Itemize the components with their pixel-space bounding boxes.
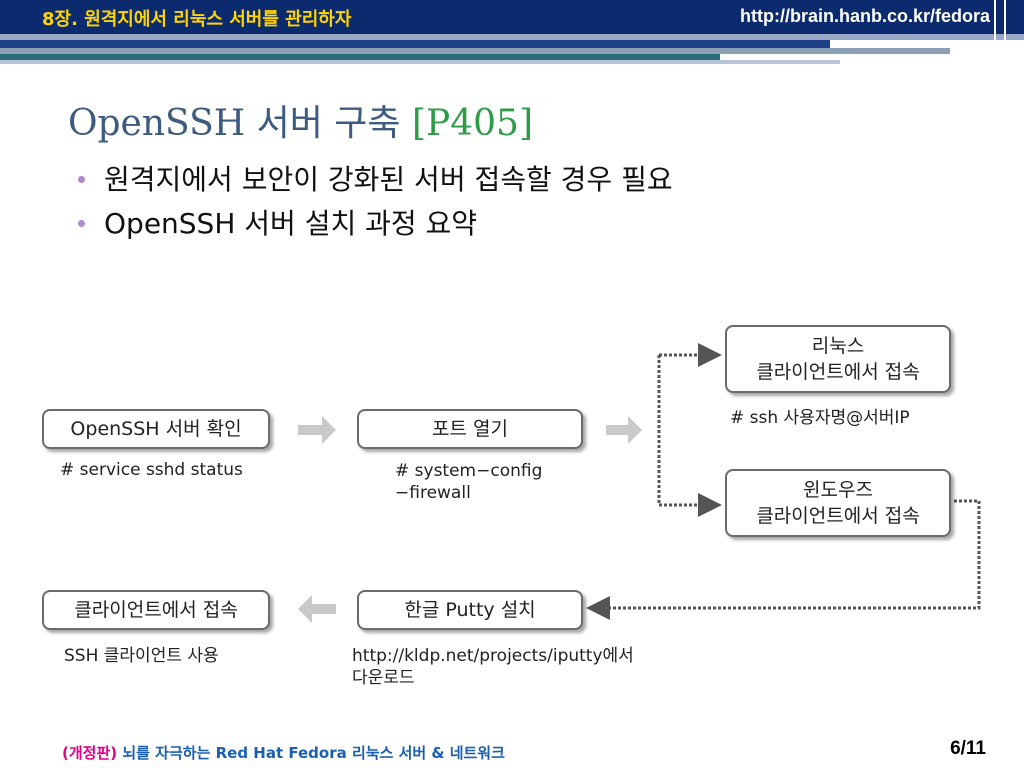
bullet-item: OpenSSH 서버 설치 과정 요약 bbox=[78, 202, 673, 246]
step-label: 클라이언트에서 접속 bbox=[74, 599, 238, 621]
putty-note-line: http://kldp.net/projects/iputty에서 bbox=[352, 646, 634, 666]
step-openssh-check-box: OpenSSH 서버 확인 bbox=[42, 409, 270, 449]
header-divider-line bbox=[994, 0, 996, 74]
putty-install-box: 한글 Putty 설치 bbox=[357, 590, 583, 630]
slide-title-text: OpenSSH 서버 구축 bbox=[68, 103, 401, 144]
bullet-text: OpenSSH 서버 설치 과정 요약 bbox=[104, 207, 478, 240]
windows-client-connect-box: 윈도우즈 클라이언트에서 접속 bbox=[725, 469, 951, 537]
footer-book-title: (개정판) 뇌를 자극하는 Red Hat Fedora 리눅스 서버 & 네트… bbox=[62, 742, 505, 763]
step-label: 포트 열기 bbox=[432, 418, 508, 440]
bullet-list: 원격지에서 보안이 강화된 서버 접속할 경우 필요 OpenSSH 서버 설치… bbox=[78, 158, 673, 246]
arrow-left-icon bbox=[298, 595, 336, 623]
step-open-port-box: 포트 열기 bbox=[357, 409, 583, 449]
putty-note: http://kldp.net/projects/iputty에서 다운로드 bbox=[352, 645, 634, 689]
step-note: # service sshd status bbox=[60, 460, 243, 480]
putty-note-line: 다운로드 bbox=[352, 668, 415, 688]
box-line: 클라이언트에서 접속 bbox=[756, 361, 920, 383]
bullet-item: 원격지에서 보안이 강화된 서버 접속할 경우 필요 bbox=[78, 158, 673, 202]
header-bar: 8장. 원격지에서 리눅스 서버를 관리하자 http://brain.hanb… bbox=[0, 0, 1024, 34]
bullet-dot-icon bbox=[78, 220, 85, 227]
header-decoration-stripes bbox=[0, 34, 1024, 64]
header-divider-line bbox=[1004, 0, 1006, 74]
arrow-right-icon bbox=[298, 416, 336, 444]
step-label: 한글 Putty 설치 bbox=[404, 599, 536, 621]
bullet-text: 원격지에서 보안이 강화된 서버 접속할 경우 필요 bbox=[104, 163, 673, 196]
bullet-dot-icon bbox=[78, 176, 85, 183]
footer-edition: (개정판) bbox=[62, 744, 118, 762]
client-note: SSH 클라이언트 사용 bbox=[64, 646, 219, 666]
step-note-line: −firewall bbox=[395, 483, 471, 503]
footer-title-text: 뇌를 자극하는 Red Hat Fedora 리눅스 서버 & 네트워크 bbox=[122, 744, 505, 762]
step-note: # system−config −firewall bbox=[395, 460, 542, 504]
page-number: 6/11 bbox=[950, 738, 986, 759]
step-note-line: # system−config bbox=[395, 461, 543, 481]
box-line: 윈도우즈 bbox=[803, 479, 873, 501]
header-url: http://brain.hanb.co.kr/fedora bbox=[739, 6, 990, 26]
client-connect-box: 클라이언트에서 접속 bbox=[42, 590, 270, 630]
chapter-title: 8장. 원격지에서 리눅스 서버를 관리하자 bbox=[42, 9, 352, 30]
linux-note: # ssh 사용자명@서버IP bbox=[730, 408, 910, 428]
box-line: 클라이언트에서 접속 bbox=[756, 505, 920, 527]
step-label: OpenSSH 서버 확인 bbox=[70, 418, 242, 440]
box-line: 리눅스 bbox=[811, 335, 865, 357]
arrow-right-icon bbox=[606, 416, 642, 444]
linux-client-connect-box: 리눅스 클라이언트에서 접속 bbox=[725, 325, 951, 393]
slide-title: OpenSSH 서버 구축 [P405] bbox=[68, 94, 533, 146]
slide-title-page-ref: [P405] bbox=[411, 103, 533, 144]
